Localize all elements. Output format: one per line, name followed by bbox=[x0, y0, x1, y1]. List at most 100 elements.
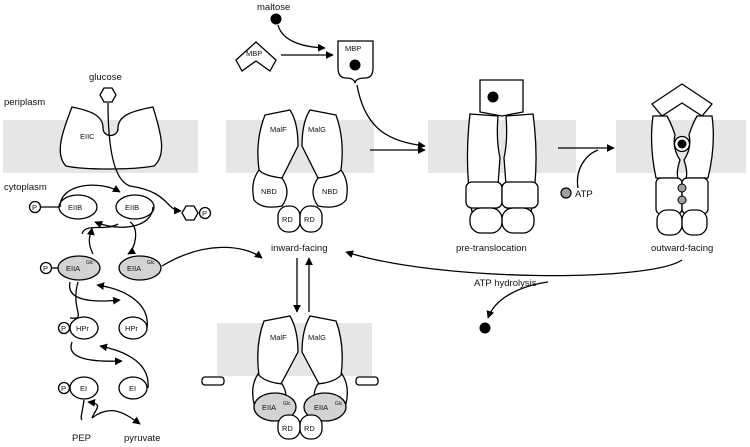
atp-bound-1 bbox=[677, 183, 687, 193]
nbd-right-pre bbox=[501, 181, 539, 209]
eiic-label: EIIC bbox=[80, 132, 95, 141]
transporter-inward-facing: MalF MalG NBD NBD RD RD bbox=[252, 109, 348, 233]
svg-text:RD: RD bbox=[304, 215, 315, 224]
nbd-right-outward bbox=[681, 177, 709, 215]
linker-right bbox=[355, 376, 379, 386]
pyruvate-label: pyruvate bbox=[124, 433, 160, 444]
svg-text:RD: RD bbox=[304, 424, 315, 433]
periplasm-label: periplasm bbox=[4, 97, 45, 108]
ei-phosphorylated bbox=[69, 376, 99, 400]
atp-label: ATP bbox=[575, 189, 593, 200]
nbd-left-inward bbox=[252, 168, 288, 208]
maltose-molecule bbox=[270, 13, 282, 25]
malg-outward bbox=[683, 115, 714, 179]
svg-text:MalG: MalG bbox=[308, 125, 326, 134]
mbp-open-label: MBP bbox=[246, 49, 262, 58]
svg-text:P: P bbox=[61, 324, 66, 333]
eiia-phosphorylated bbox=[57, 255, 101, 281]
atp-hydrolysis-arrow bbox=[345, 250, 683, 277]
mbp-open bbox=[235, 41, 277, 72]
cytoplasm-label: cytoplasm bbox=[4, 182, 47, 193]
transporter-outward-facing bbox=[650, 83, 714, 236]
inward-facing-label: inward-facing bbox=[271, 243, 328, 254]
eiib-label-left: EIIB bbox=[68, 203, 82, 212]
eiia-bound-right bbox=[303, 392, 347, 422]
eiic-transporter bbox=[59, 106, 163, 170]
maltose-binding-arrow bbox=[277, 24, 326, 52]
svg-text:P: P bbox=[61, 384, 66, 393]
maltose-release-arrow bbox=[486, 281, 549, 319]
mbp-closed-label: MBP bbox=[345, 44, 361, 53]
transporter-eiia-inhibited: MalF MalG EIIA Glc EIIA Glc RD RD bbox=[201, 315, 379, 440]
pep-label: PEP bbox=[72, 433, 91, 444]
svg-text:RD: RD bbox=[282, 215, 293, 224]
nbd-right-inward bbox=[312, 168, 348, 208]
svg-text:EIIA: EIIA bbox=[262, 403, 276, 412]
eiia-to-inhibited-arrow bbox=[161, 246, 263, 267]
svg-text:Glc: Glc bbox=[335, 401, 343, 407]
mbp-open-outward bbox=[651, 83, 713, 117]
svg-text:NBD: NBD bbox=[322, 187, 338, 196]
svg-text:EIIA: EIIA bbox=[127, 264, 141, 273]
eiib-label-right: EIIB bbox=[125, 203, 139, 212]
glucose-phosphate-p-label: P bbox=[202, 209, 207, 218]
atp-hydrolysis-label: ATP hydrolysis bbox=[474, 278, 537, 289]
svg-text:EI: EI bbox=[129, 384, 136, 393]
svg-text:EIIA: EIIA bbox=[66, 264, 80, 273]
svg-text:MalF: MalF bbox=[270, 333, 287, 342]
glucose-translocation-arrow bbox=[107, 102, 182, 215]
eiia-free bbox=[118, 255, 162, 281]
maltose-released bbox=[479, 322, 491, 334]
mbp-docked-pre bbox=[479, 79, 524, 117]
eiib-phosphorylated bbox=[58, 194, 98, 220]
nbd-left-outward bbox=[655, 177, 683, 215]
svg-text:HPr: HPr bbox=[125, 324, 138, 333]
rd-left-pre bbox=[469, 207, 503, 234]
maltose-outward bbox=[677, 139, 687, 149]
rd-right-pre bbox=[501, 207, 535, 234]
svg-text:P: P bbox=[43, 264, 48, 273]
svg-text:NBD: NBD bbox=[261, 187, 277, 196]
maltose-pre bbox=[487, 91, 499, 103]
malf-outward bbox=[650, 115, 681, 179]
eiib-free bbox=[115, 194, 155, 220]
maltose-label: maltose bbox=[257, 2, 290, 13]
rd-right-bottom bbox=[299, 414, 323, 440]
svg-text:HPr: HPr bbox=[76, 324, 89, 333]
eiia-bound-left bbox=[253, 392, 297, 422]
eiia-phosphate bbox=[39, 261, 53, 275]
membrane-inward bbox=[226, 120, 374, 173]
linker-left bbox=[201, 376, 225, 386]
nbd-left-pre bbox=[465, 181, 503, 209]
svg-text:MalF: MalF bbox=[270, 125, 287, 134]
svg-text:Glc: Glc bbox=[147, 260, 155, 266]
svg-text:MalG: MalG bbox=[308, 333, 326, 342]
glucose-phosphate-p bbox=[198, 206, 212, 220]
outward-facing-label: outward-facing bbox=[651, 243, 713, 254]
svg-text:Glc: Glc bbox=[86, 260, 94, 266]
rd-left-outward bbox=[656, 209, 683, 236]
hpr-phosphorylated bbox=[69, 316, 99, 340]
eiib-phosphate bbox=[28, 200, 42, 214]
membrane-pre bbox=[428, 120, 576, 173]
glucose-label: glucose bbox=[89, 72, 122, 83]
atp-binding-arc bbox=[576, 149, 599, 189]
pre-translocation-label: pre-translocation bbox=[456, 243, 527, 254]
rd-right-inward bbox=[299, 205, 323, 233]
atp-bound-2 bbox=[677, 195, 687, 205]
maltose-in-mbp bbox=[349, 59, 361, 71]
rd-right-outward bbox=[681, 209, 708, 236]
svg-text:EIIA: EIIA bbox=[314, 403, 328, 412]
ei-free bbox=[118, 376, 148, 400]
mbp-docking-arrow bbox=[356, 84, 426, 150]
transporter-pre-translocation bbox=[465, 79, 539, 234]
svg-text:RD: RD bbox=[282, 424, 293, 433]
atp-molecule bbox=[560, 187, 572, 199]
svg-text:Glc: Glc bbox=[283, 401, 291, 407]
svg-text:EI: EI bbox=[80, 384, 87, 393]
glucose-molecule bbox=[99, 87, 117, 103]
glucose-phosphate-molecule bbox=[181, 205, 199, 221]
svg-text:P: P bbox=[32, 203, 37, 212]
